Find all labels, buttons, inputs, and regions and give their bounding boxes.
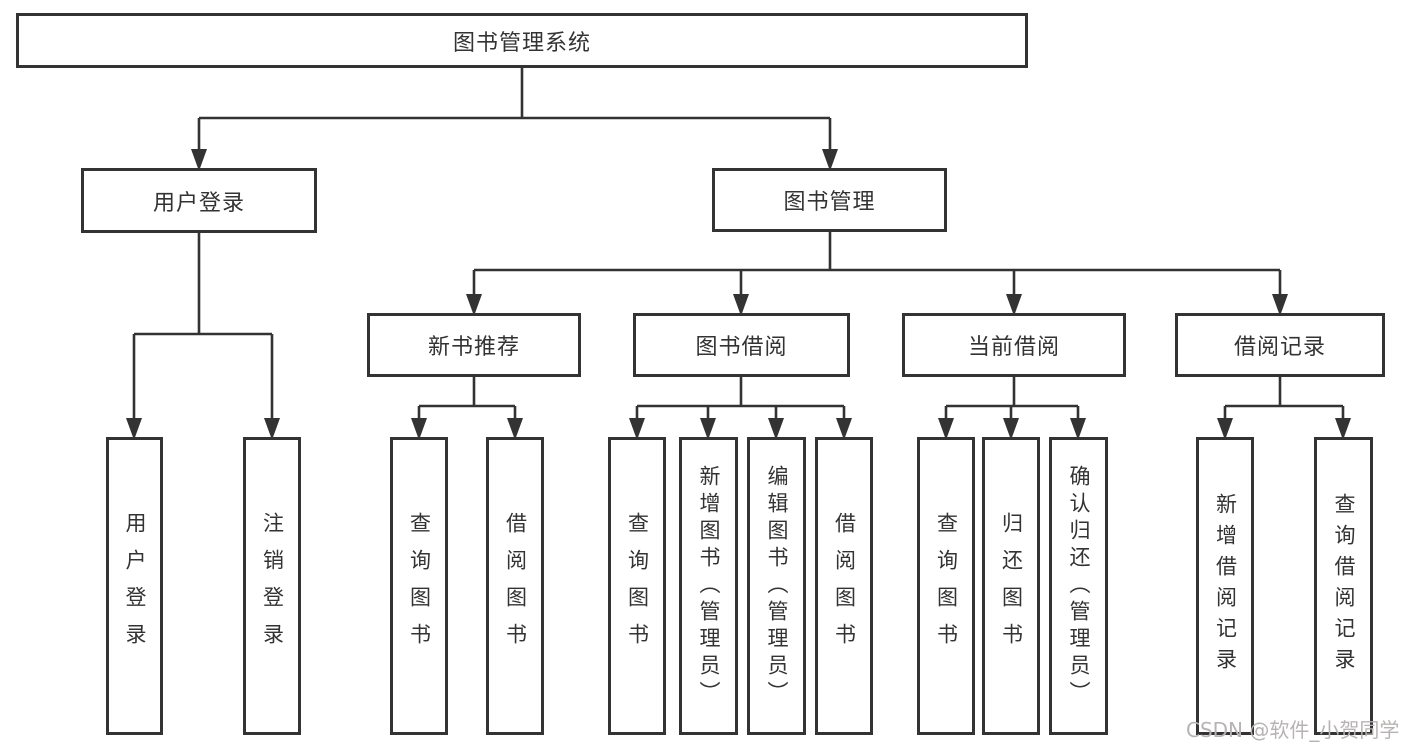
node-leaf-user-login: 用户登录 <box>106 437 163 735</box>
node-bor-add-books-label: 新增图书（管理员） <box>697 464 721 708</box>
node-log-query-record: 查询借阅记录 <box>1314 437 1373 735</box>
node-rec-query-books: 查询图书 <box>390 437 448 735</box>
node-bor-edit-books-label: 编辑图书（管理员） <box>765 464 789 708</box>
node-borrowing-records: 借阅记录 <box>1175 313 1385 377</box>
node-rec-query-books-label: 查询图书 <box>407 512 432 660</box>
node-cur-return-books-label: 归还图书 <box>999 512 1024 660</box>
node-current-borrowing-label: 当前借阅 <box>967 335 1060 360</box>
node-book-management: 图书管理 <box>712 168 947 232</box>
node-cur-query-books: 查询图书 <box>917 437 975 735</box>
node-new-book-recommend-label: 新书推荐 <box>427 335 520 360</box>
node-book-borrowing: 图书借阅 <box>633 313 850 377</box>
node-bor-edit-books: 编辑图书（管理员） <box>747 437 806 735</box>
node-bor-query-books-label: 查询图书 <box>625 512 650 660</box>
node-root: 图书管理系统 <box>16 13 1028 68</box>
node-user-login: 用户登录 <box>81 168 317 233</box>
node-cur-confirm-return: 确认归还（管理员） <box>1049 437 1108 735</box>
node-borrowing-records-label: 借阅记录 <box>1233 335 1326 360</box>
node-rec-borrow-books: 借阅图书 <box>486 437 544 735</box>
csdn-watermark: CSDN @软件_小贺同学 <box>1186 718 1400 742</box>
node-book-borrowing-label: 图书借阅 <box>695 335 788 360</box>
node-cur-return-books: 归还图书 <box>982 437 1040 735</box>
node-leaf-logout: 注销登录 <box>243 437 301 735</box>
node-book-management-label: 图书管理 <box>783 190 876 215</box>
node-cur-confirm-return-label: 确认归还（管理员） <box>1067 464 1091 708</box>
node-cur-query-books-label: 查询图书 <box>934 512 959 660</box>
node-leaf-logout-label: 注销登录 <box>260 512 285 660</box>
node-log-add-record: 新增借阅记录 <box>1196 437 1254 735</box>
node-user-login-label: 用户登录 <box>152 190 245 216</box>
node-log-query-record-label: 查询借阅记录 <box>1332 493 1356 679</box>
node-root-label: 图书管理系统 <box>452 30 591 56</box>
node-log-add-record-label: 新增借阅记录 <box>1213 493 1238 679</box>
node-current-borrowing: 当前借阅 <box>902 313 1126 377</box>
node-rec-borrow-books-label: 借阅图书 <box>503 512 528 660</box>
node-new-book-recommend: 新书推荐 <box>367 313 581 377</box>
node-bor-query-books: 查询图书 <box>608 437 666 735</box>
node-leaf-user-login-label: 用户登录 <box>123 512 147 660</box>
node-bor-add-books: 新增图书（管理员） <box>679 437 738 735</box>
node-bor-borrow-books-label: 借阅图书 <box>832 512 857 660</box>
node-bor-borrow-books: 借阅图书 <box>815 437 873 735</box>
